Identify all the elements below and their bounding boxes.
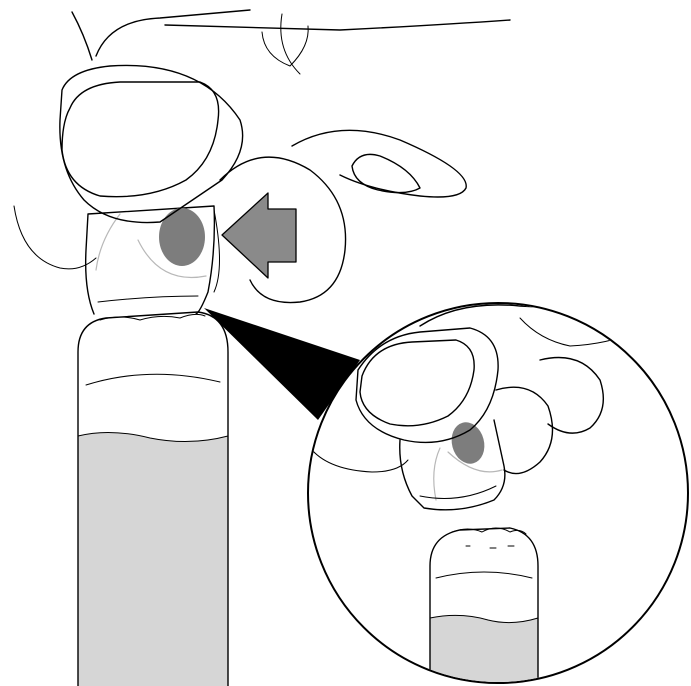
detail-ampoule-outline (429, 527, 539, 682)
main-ampoule (77, 311, 229, 686)
ampoule-tip (85, 205, 216, 315)
ampoule-tip-hidden-curve-left (95, 213, 121, 271)
detail-hand-left-contour (311, 449, 409, 473)
detail-hand-upper (419, 304, 601, 327)
hand-index-lower (213, 209, 220, 293)
detail-tip-bottom-line (419, 485, 497, 499)
main-ampoule-shoulder-line (85, 373, 221, 386)
main-ampoule-liquid (78, 432, 228, 686)
detail-hand-thumbnail (359, 339, 475, 427)
main-ampoule-break-ring (99, 313, 206, 321)
detail-ampoule-dashes (465, 545, 515, 549)
detail-tip-outline (399, 419, 506, 511)
hand-wrist-line (71, 11, 93, 61)
detail-hand-ring (539, 356, 604, 434)
ampoule-tip-neck-line (97, 295, 199, 303)
detail-hand-middle (495, 386, 554, 475)
hand-back-line (280, 13, 301, 75)
detail-ampoule-liquid-surface (429, 614, 539, 624)
hand-left-contour (13, 205, 97, 270)
hand-middle-finger (219, 156, 347, 304)
hand-thumb-base (95, 9, 251, 57)
hand-ring-finger (291, 129, 467, 198)
detail-tip-hidden-left (433, 447, 441, 501)
detail-magnifier-circle (307, 302, 689, 684)
hand-back-knuckle (261, 25, 309, 67)
hand-index-finger (59, 64, 244, 224)
detail-break-point-dot-icon (451, 422, 485, 464)
hand-pinky-nail (351, 153, 421, 194)
hand-palm-top (164, 19, 511, 31)
ampoule-tip-hidden-curve-right (137, 239, 207, 279)
main-ampoule-liquid-surface (77, 431, 229, 443)
hand-thumbnail (61, 81, 220, 198)
callout-pointer (204, 308, 360, 420)
main-ampoule-outline (77, 311, 229, 686)
ampoule-tip-outline (85, 205, 216, 315)
detail-ampoule-shoulder (435, 571, 533, 579)
main-hand (13, 9, 511, 304)
break-point-dot-icon (159, 208, 205, 266)
detail-ampoule-break-rim (451, 527, 527, 535)
push-arrow-icon (221, 192, 297, 279)
detail-tip-hidden-right (447, 451, 503, 473)
detail-hand-index (355, 327, 499, 444)
